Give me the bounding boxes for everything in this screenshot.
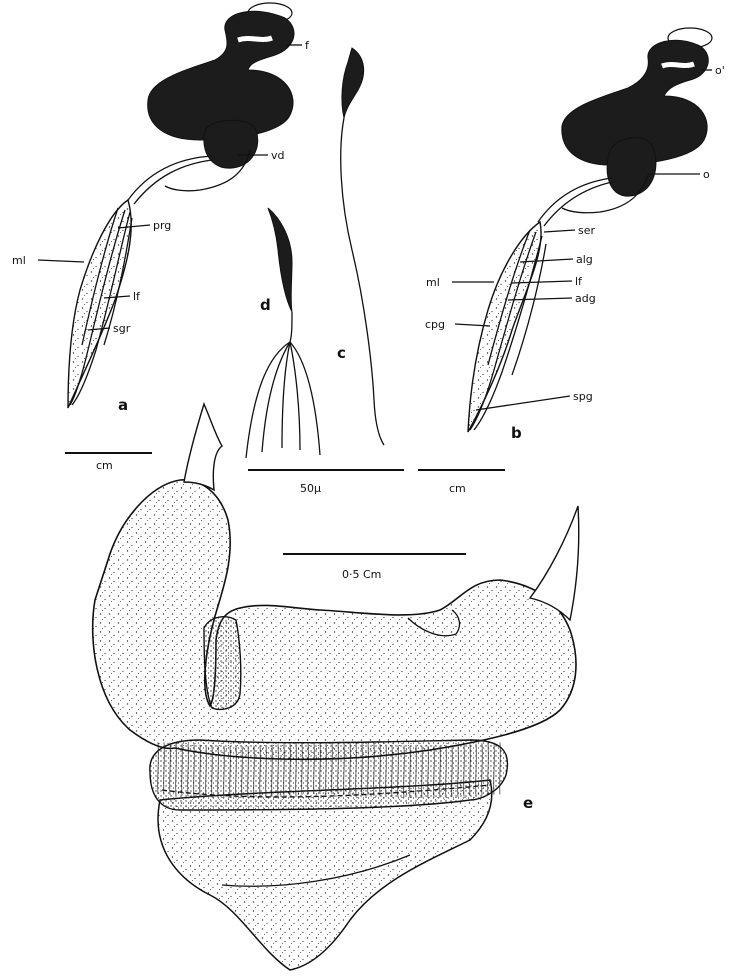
panel-a-label-f: f	[305, 39, 310, 52]
panel-b-scale-label: cm	[449, 482, 466, 495]
panel-a-label-vd: vd	[271, 149, 285, 162]
panel-b-organ-highlight	[662, 64, 694, 66]
panel-e-left-horn	[184, 404, 222, 490]
panel-b-label-alg: alg	[576, 253, 593, 266]
panel-d-branch-5	[290, 342, 320, 455]
panel-b-label-spg: spg	[573, 390, 593, 403]
panel-a-label-lf: lf	[133, 290, 141, 303]
panel-b-lower-organ	[607, 138, 656, 197]
panel-a-leader-ml	[38, 260, 84, 262]
panel-b-elongated-gland	[468, 222, 541, 432]
panel-a-duct-inner	[134, 160, 212, 204]
panel-b-genitalia: o' o ser alg ml lf adg cpg spg b cm	[418, 28, 725, 495]
panel-b-letter: b	[511, 424, 522, 442]
panel-d-stalk	[290, 312, 292, 342]
panel-c-spicule-shaft	[341, 118, 384, 445]
panel-e-upper-body	[93, 480, 576, 759]
panel-a-letter: a	[118, 396, 128, 414]
panel-d-hair-tip	[268, 208, 292, 312]
panel-b-label-o-top: o'	[715, 64, 725, 77]
panel-a-lower-organ	[204, 120, 258, 168]
panel-e-scale-label: 0·5 Cm	[342, 568, 381, 581]
panel-c-letter: c	[337, 344, 346, 362]
panel-b-label-adg: adg	[575, 292, 596, 305]
panel-e-notch-pocket	[204, 617, 241, 710]
panel-b-leader-ser	[544, 230, 575, 232]
panel-d-branch-3	[282, 342, 290, 448]
panel-d-branch-4	[290, 342, 300, 450]
panel-b-label-ser: ser	[578, 224, 595, 237]
panel-a-organ-highlight	[238, 38, 272, 40]
panel-d-letter: d	[260, 296, 271, 314]
panel-b-label-lf: lf	[575, 275, 583, 288]
panel-a-label-sgr: sgr	[113, 322, 131, 335]
panel-a-label-prg: prg	[153, 219, 171, 232]
panel-a-scale-label: cm	[96, 459, 113, 472]
panel-d-scale-label: 50µ	[300, 482, 321, 495]
panel-e-letter: e	[523, 794, 533, 812]
panel-a-genitalia: f vd prg ml lf sgr a cm	[12, 3, 310, 472]
panel-c-spicule: c	[337, 48, 384, 445]
panel-a-label-ml: ml	[12, 254, 26, 267]
panel-b-label-o: o	[703, 168, 710, 181]
panel-e-body: 0·5 Cm e	[93, 404, 579, 970]
panel-a-top-organ	[148, 11, 294, 140]
panel-d-branch-2	[262, 342, 290, 452]
panel-c-spicule-tip	[342, 48, 364, 118]
panel-d-hair: d 50µ	[246, 208, 404, 495]
panel-b-label-cpg: cpg	[425, 318, 445, 331]
panel-b-label-ml: ml	[426, 276, 440, 289]
